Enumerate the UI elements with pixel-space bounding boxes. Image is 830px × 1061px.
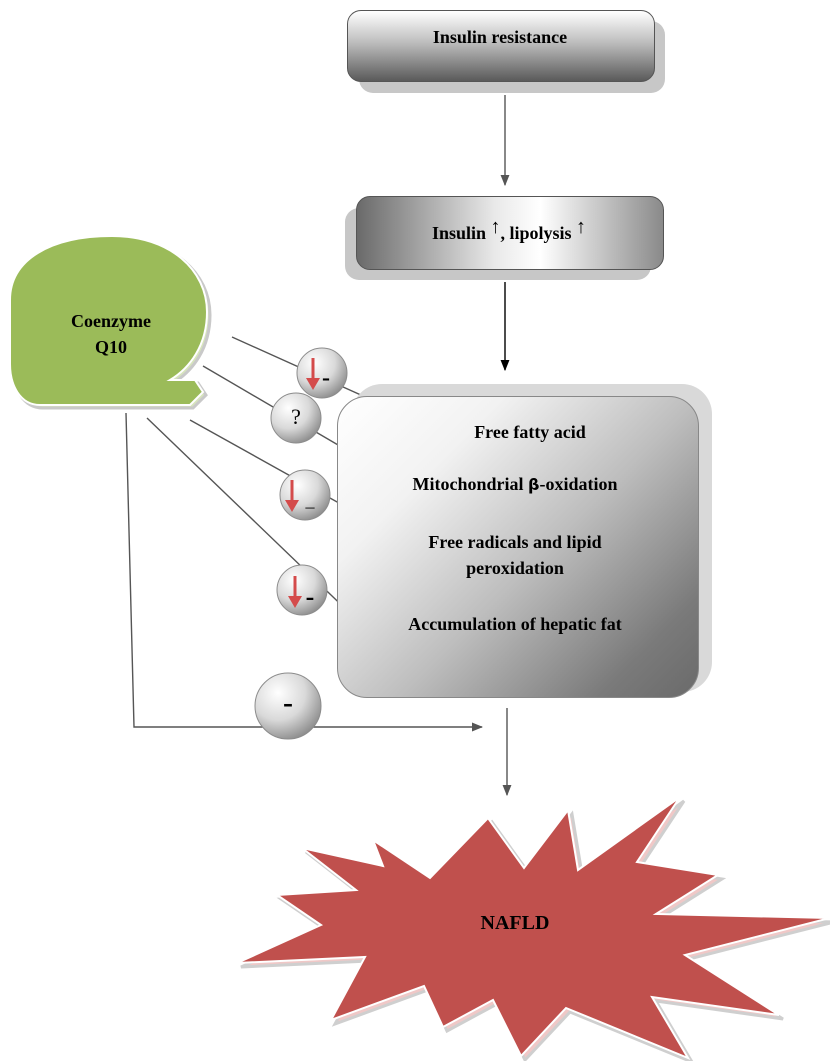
insulin-up-arrow: ↑ (490, 216, 501, 238)
coenzyme-bubble (9, 234, 212, 410)
insulin-resistance-label: Insulin resistance (432, 27, 568, 47)
radicals-line2: peroxidation (466, 558, 564, 578)
radicals-line1: Free radicals and lipid (428, 532, 602, 552)
coenzyme-label: Coenzyme Q10 (36, 308, 186, 360)
radicals-label: Free radicals and lipid peroxidation (355, 529, 675, 581)
mito-label: Mitochondrial β-oxidation (350, 474, 680, 495)
ffa-label: Free fatty acid (474, 422, 586, 442)
beta-symbol: β (528, 475, 540, 494)
lipolysis-text: , lipolysis (500, 223, 572, 243)
mito-prefix: Mitochondrial (412, 474, 529, 494)
coenzyme-line1: Coenzyme (71, 311, 151, 331)
hepatic-fat-label: Accumulation of hepatic fat (408, 614, 622, 634)
coenzyme-line2: Q10 (94, 337, 127, 357)
lipolysis-up-arrow: ↑ (576, 216, 587, 238)
marker-nafld-sign: - (283, 686, 293, 719)
marker-radicals (279, 469, 331, 521)
marker-mito (270, 392, 322, 444)
insulin-text: Insulin (431, 223, 486, 243)
mito-suffix: -oxidation (539, 474, 618, 494)
marker-radicals-sign: _ (305, 490, 315, 510)
insulin-lipolysis-box (356, 196, 664, 270)
marker-hepatic (276, 564, 328, 616)
insulin-lipolysis-label: Insulin ↑, lipolysis ↑ (356, 216, 662, 245)
insulin-resistance-box (347, 10, 655, 82)
effects-box (337, 396, 699, 698)
arrow-coq10-to-nafld (125, 412, 484, 732)
marker-ffa (296, 347, 348, 399)
marker-mito-sign: ? (291, 404, 301, 429)
marker-hepatic-sign: - (305, 582, 315, 611)
nafld-starburst (236, 796, 830, 1061)
marker-nafld (254, 672, 322, 740)
marker-ffa-sign: - (322, 365, 330, 391)
nafld-label: NAFLD (480, 912, 550, 934)
